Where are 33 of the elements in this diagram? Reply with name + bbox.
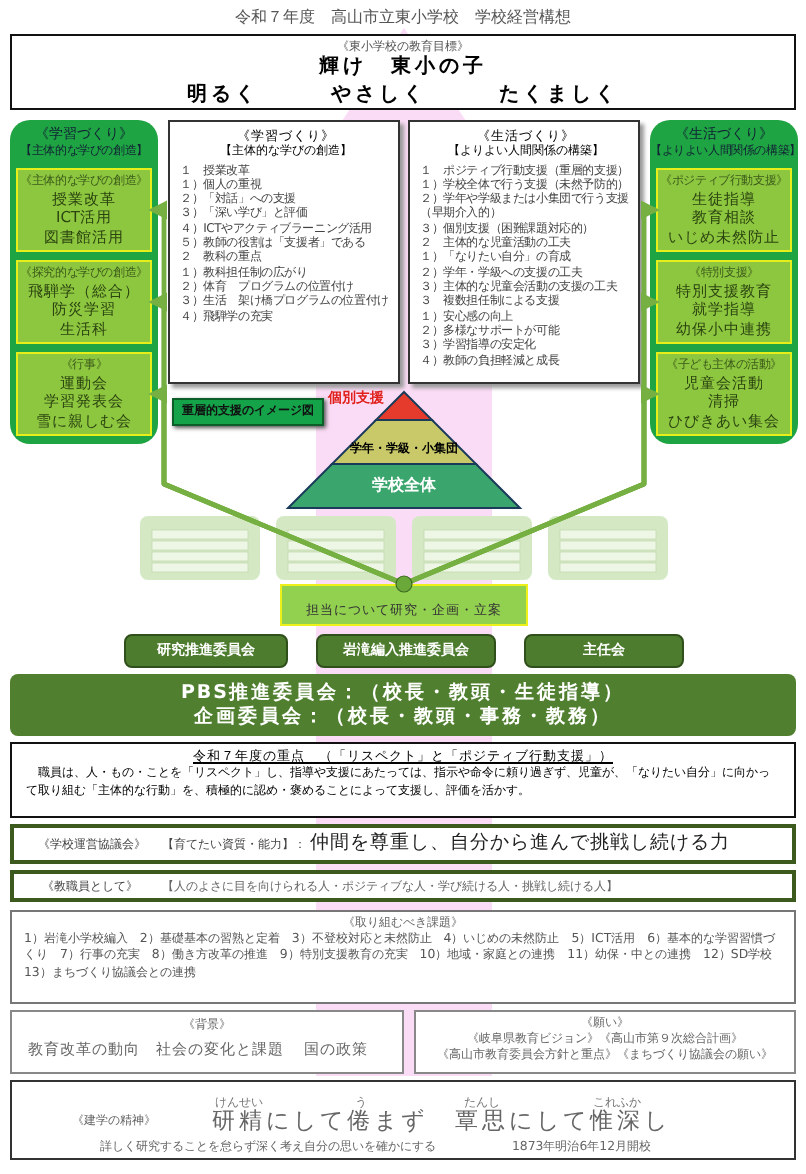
committee-box: [124, 634, 288, 668]
issues-box: [10, 910, 796, 1004]
text-panel: [168, 120, 400, 384]
banner-text: PBS推進委員会：（校長・教頭・生徒指導）: [178, 682, 628, 705]
motto-box: [10, 1080, 796, 1160]
body-text: 仲間を尊重し、自分から進んで挑戦し続ける力: [310, 832, 730, 857]
box-label: 学校全体: [370, 476, 438, 497]
committee-box: [316, 634, 496, 668]
text-panel: [408, 120, 640, 384]
activity-box: [16, 352, 152, 436]
committee-box: [524, 634, 684, 668]
column-panel: [650, 120, 798, 444]
motto: 明るく やさしく たくましく: [185, 82, 621, 108]
goal-box: [10, 870, 796, 902]
goal-box: [10, 34, 796, 110]
hub-box: [280, 584, 528, 626]
background-box: [10, 1010, 404, 1074]
title: 令和７年度 高山市立東小学校 学校経営構想: [235, 8, 571, 26]
goal-box: [10, 824, 796, 864]
banner-text: 企画委員会：（校長・教頭・事務・教務）: [192, 705, 614, 730]
committee-banner: [10, 674, 796, 736]
focus-box: [10, 742, 796, 818]
activity-box: [16, 260, 152, 344]
activity-box: [656, 168, 792, 252]
label-box: [172, 398, 324, 426]
wishes-box: [414, 1010, 796, 1074]
activity-box: [656, 352, 792, 436]
column-panel: [10, 120, 158, 444]
motto: 研精にして倦まず 覃思にして惟深し: [212, 1106, 671, 1136]
activity-box: [16, 168, 152, 252]
motto: 輝け 東小の子: [317, 54, 489, 80]
activity-box: [656, 260, 792, 344]
pyramid-base: [288, 464, 520, 508]
